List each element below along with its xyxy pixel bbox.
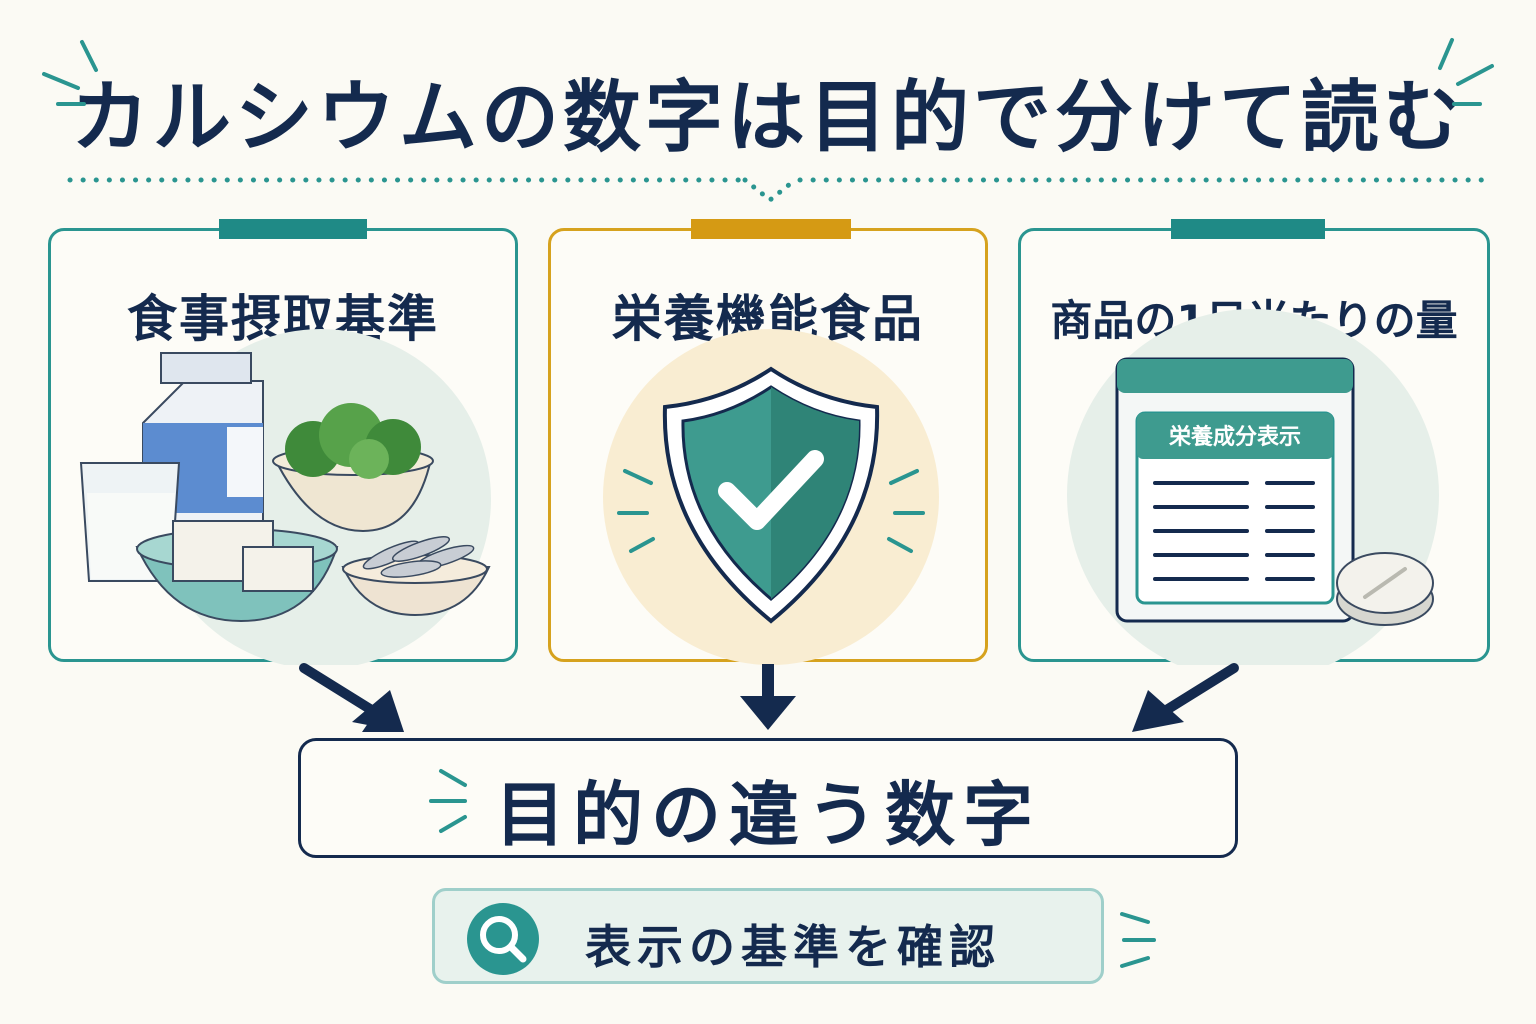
shield-check-icon [603, 329, 939, 665]
card-functional-food: 栄養機能食品 [548, 219, 988, 665]
sparkle-icon [1120, 912, 1156, 968]
food-group-icon [79, 329, 491, 665]
label-header: 栄養成分表示 [1168, 424, 1301, 450]
arrow-down-icon [740, 664, 796, 730]
card-tab [1171, 219, 1325, 239]
nutrition-label-icon: 栄養成分表示 [1067, 309, 1439, 665]
card-dietary-reference: 食事摂取基準 [48, 219, 518, 665]
tablet-icon [1336, 552, 1434, 626]
card-daily-amount: 商品の1日当たりの量 栄養成分表示 [1018, 219, 1490, 665]
page-title: カルシウムの数字は目的で分けて読む [70, 73, 1465, 163]
arrow-group [299, 663, 1239, 732]
card-tab [691, 219, 851, 239]
sparkle-icon [429, 769, 467, 833]
arrow-down-icon [299, 663, 404, 732]
check-text: 表示の基準を確認 [585, 920, 1001, 974]
title-decoration [42, 38, 1494, 204]
arrow-down-icon [1132, 663, 1239, 732]
result-box: 目的の違う数字 [298, 738, 1238, 858]
card-tab [219, 219, 367, 239]
check-box: 表示の基準を確認 [432, 888, 1104, 984]
result-text: 目的の違う数字 [495, 774, 1041, 856]
magnifier-icon [467, 903, 539, 975]
